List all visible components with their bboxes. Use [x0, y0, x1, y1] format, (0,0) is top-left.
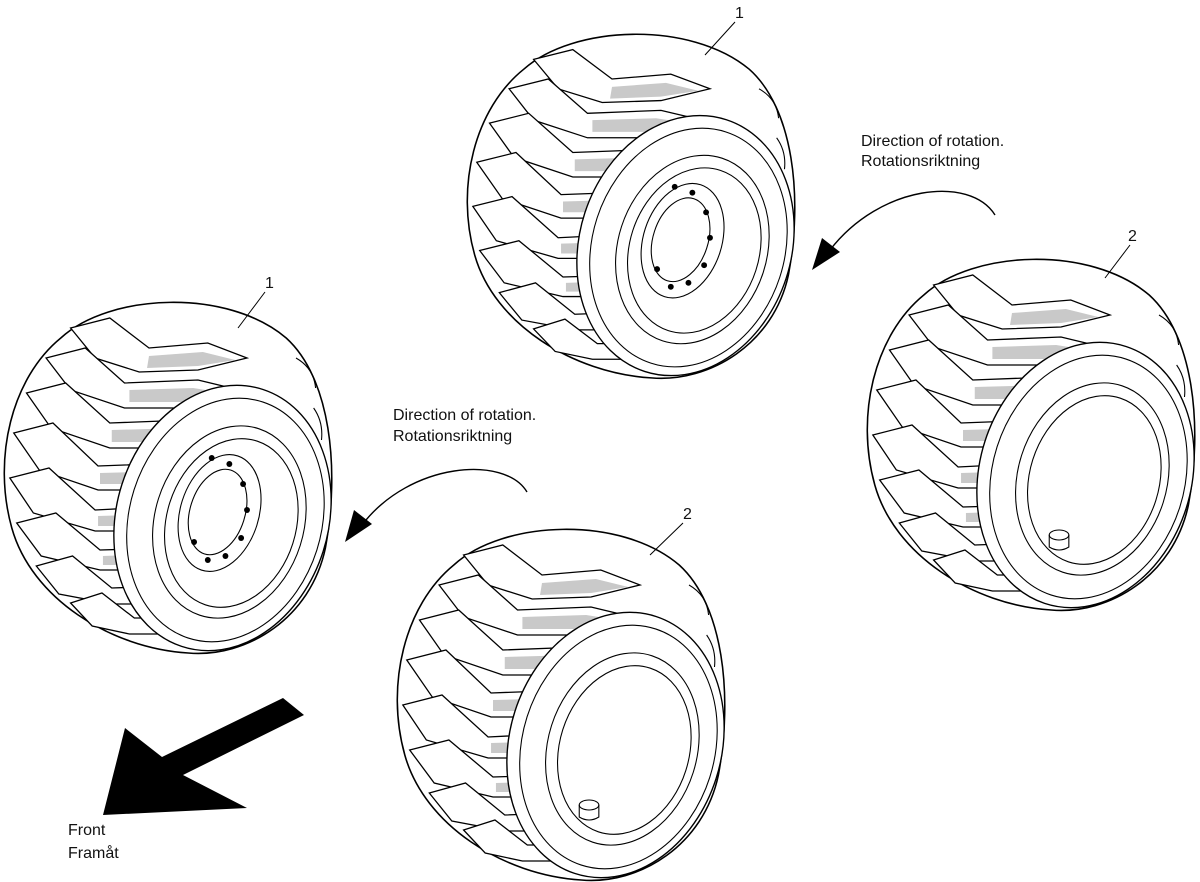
curved-arrow-right — [829, 190, 996, 251]
tire-right — [867, 259, 1200, 636]
leader-line-left — [237, 291, 266, 329]
front-arrow-icon — [103, 698, 304, 815]
leader-line-bottom — [649, 522, 684, 556]
callout-top: 1 — [735, 5, 744, 22]
tire-left — [4, 302, 364, 679]
front-label-line1: Front — [68, 822, 106, 839]
callout-right: 2 — [1128, 228, 1137, 245]
arrowhead-right — [812, 238, 840, 270]
rotation-label-right-line2: Rotationsriktning — [861, 153, 980, 170]
rotation-label-left-line1: Direction of rotation. — [393, 407, 536, 424]
rotation-label-left-line2: Rotationsriktning — [393, 428, 512, 445]
arrowhead-left — [345, 510, 372, 542]
leader-line-top — [704, 21, 736, 56]
leader-line-right — [1104, 244, 1131, 279]
curved-arrow-left — [361, 468, 528, 526]
rotation-label-right-line1: Direction of rotation. — [861, 133, 1004, 150]
callout-bottom: 2 — [683, 506, 692, 523]
tire-top — [467, 34, 827, 404]
tire-bottom — [397, 529, 757, 882]
front-label-line2: Framåt — [68, 844, 119, 862]
callout-left: 1 — [265, 275, 274, 292]
